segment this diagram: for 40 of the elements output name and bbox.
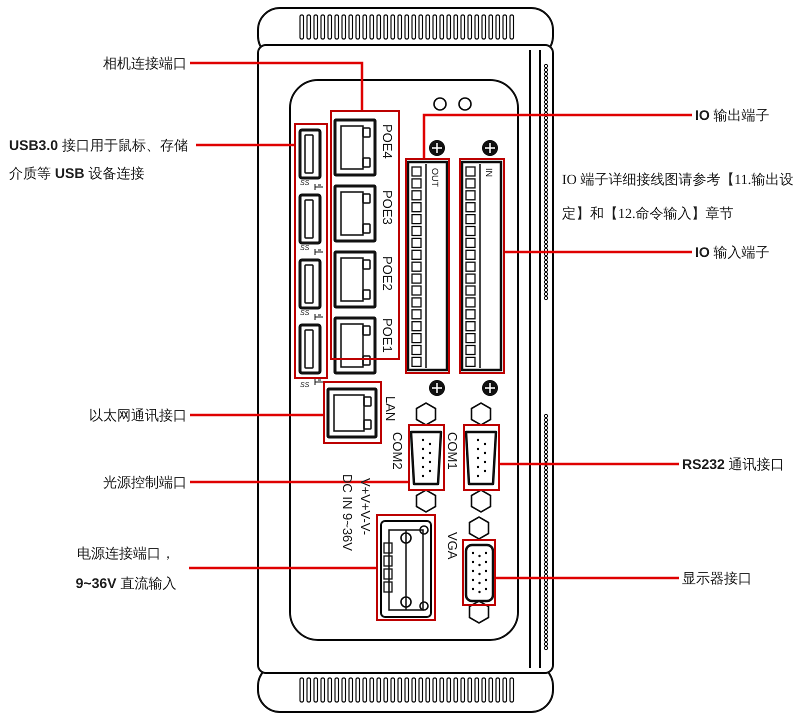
- port-label: COM1: [446, 432, 459, 470]
- leader-line: [190, 62, 364, 110]
- highlight-box: [459, 158, 505, 374]
- callout-text: RS232 通讯接口: [679, 453, 799, 475]
- leader-line: [496, 576, 679, 580]
- callout-text: IO 输出端子: [692, 104, 788, 126]
- leader-line: [422, 114, 692, 158]
- leader-line: [189, 566, 376, 570]
- port-label: LAN: [384, 396, 397, 422]
- port-label: OUT: [430, 168, 439, 187]
- port-label: IN: [484, 168, 493, 177]
- callout-text: 显示器接口: [679, 567, 775, 589]
- highlight-box: [294, 123, 328, 379]
- leader-line: [190, 480, 408, 484]
- leader-line: [190, 414, 323, 416]
- port-label: POE4: [381, 124, 394, 159]
- port-label: DC IN 9~36V: [341, 474, 354, 551]
- port-label: POE2: [381, 256, 394, 291]
- highlight-box: [405, 158, 450, 374]
- leader-line: [196, 144, 294, 146]
- callout-text: 以太网通讯接口: [70, 404, 190, 426]
- callout-text: 相机连接端口: [72, 52, 190, 74]
- highlight-box: [462, 539, 496, 606]
- leader-line: [500, 462, 679, 466]
- port-label: POE1: [381, 318, 394, 353]
- port-label: COM2: [391, 432, 404, 470]
- highlight-box: [323, 381, 382, 444]
- port-label: V+V+V-V-: [359, 478, 372, 536]
- port-label: VGA: [446, 532, 459, 560]
- callout-text: 电源连接端口，9~36V 直流输入: [63, 538, 189, 598]
- highlight-box: [463, 424, 500, 491]
- callout-text: USB3.0 接口用于鼠标、存储介质等 USB 设备连接: [6, 131, 196, 187]
- callout-text: 光源控制端口: [80, 471, 190, 493]
- highlight-box: [408, 424, 445, 491]
- port-label: POE3: [381, 190, 394, 225]
- highlight-box: [330, 110, 400, 360]
- leader-line: [505, 250, 692, 254]
- note-text: IO 端子详细接线图请参考【11.输出设定】和【12.命令输入】章节: [562, 171, 794, 224]
- highlight-box: [376, 514, 436, 621]
- callout-text: IO 输入端子: [692, 241, 788, 263]
